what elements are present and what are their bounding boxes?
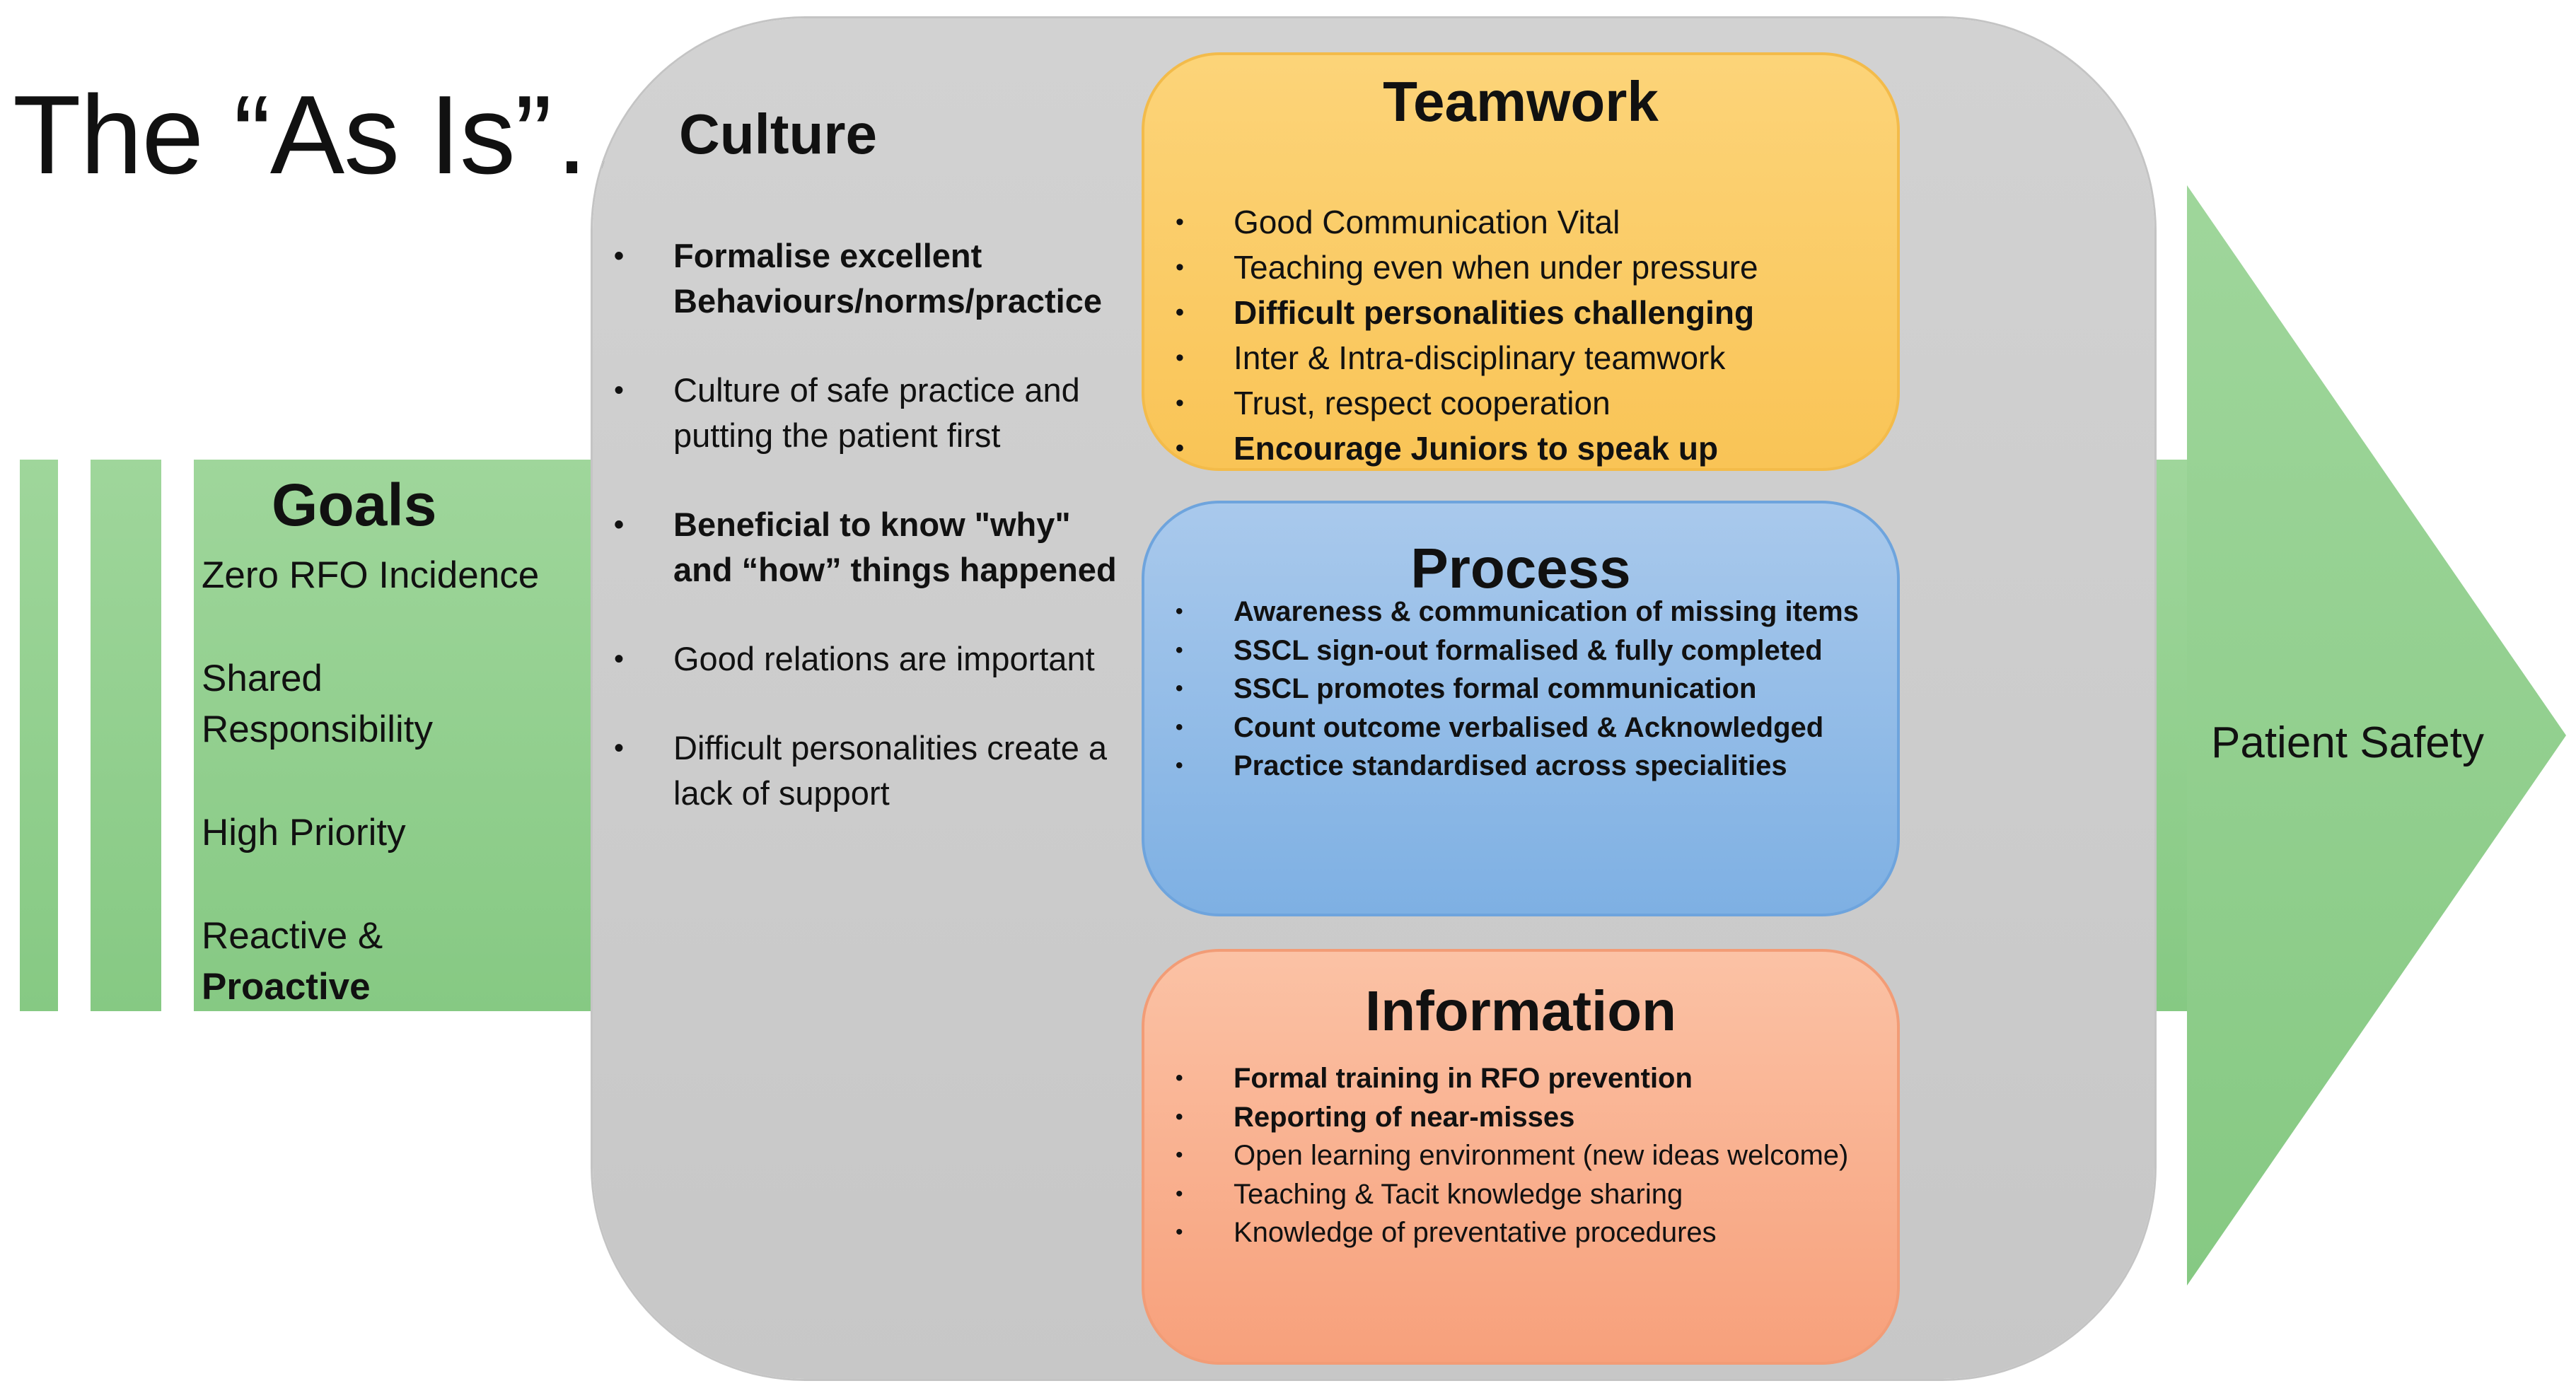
bullet-icon: •	[1176, 715, 1183, 739]
teamwork-box: Teamwork • Good Communication Vital • Teac…	[1142, 52, 1900, 471]
arrow-tail-stripe-1	[20, 460, 58, 1011]
information-item: • Teaching & Tacit knowledge sharing	[1161, 1175, 1876, 1214]
information-item-text: Reporting of near-misses	[1234, 1101, 1575, 1133]
process-list: • Awareness & communication of missing it…	[1161, 593, 1876, 786]
information-item: • Open learning environment (new ideas we…	[1161, 1136, 1876, 1175]
bullet-icon: •	[1176, 209, 1184, 235]
bullet-icon: •	[1176, 1182, 1183, 1206]
arrow-tail-stripe-2	[91, 460, 161, 1011]
arrow-head	[2187, 185, 2566, 1286]
teamwork-title: Teamwork	[1383, 70, 1659, 133]
culture-item-text: Beneficial to know "why" and “how” thing…	[673, 506, 1117, 588]
culture-item: • Culture of safe practice and putting t…	[614, 368, 1137, 458]
teamwork-item: • Inter & Intra-disciplinary teamwork	[1161, 335, 1876, 380]
culture-item: • Difficult personalities create a lack …	[614, 725, 1137, 816]
process-item: • Practice standardised across specialiti…	[1161, 747, 1876, 786]
goal-shared-line-1: Shared	[202, 658, 323, 699]
bullet-icon: •	[1176, 638, 1183, 662]
culture-item: • Formalise excellent Behaviours/norms/p…	[614, 233, 1137, 324]
bullet-icon: •	[1176, 254, 1184, 281]
information-list: • Formal training in RFO prevention • Repo…	[1161, 1059, 1876, 1252]
culture-list: • Formalise excellent Behaviours/norms/p…	[614, 233, 1137, 860]
information-item: • Reporting of near-misses	[1161, 1098, 1876, 1137]
page-title: The “As Is”…	[13, 73, 663, 197]
culture-item: • Beneficial to know "why" and “how” thi…	[614, 502, 1137, 593]
teamwork-item: • Good Communication Vital	[1161, 199, 1876, 245]
bullet-icon: •	[1176, 390, 1184, 416]
process-item-text: Count outcome verbalised & Acknowledged	[1234, 711, 1824, 743]
bullet-icon: •	[1176, 1143, 1183, 1167]
process-item: • SSCL promotes formal communication	[1161, 670, 1876, 709]
process-title: Process	[1410, 537, 1631, 600]
bullet-icon: •	[1176, 344, 1184, 371]
information-item-text: Knowledge of preventative procedures	[1234, 1217, 1717, 1248]
goal-reactive-line-2: Proactive	[202, 966, 371, 1008]
teamwork-item-text: Trust, respect cooperation	[1234, 385, 1611, 421]
bullet-icon: •	[1176, 299, 1184, 326]
culture-item-text: Culture of safe practice and putting the…	[673, 371, 1080, 454]
culture-item: • Good relations are important	[614, 636, 1137, 682]
teamwork-item-text: Good Communication Vital	[1234, 204, 1620, 240]
process-item-text: Awareness & communication of missing ite…	[1234, 596, 1859, 627]
goal-reactive-line-1: Reactive &	[202, 915, 383, 957]
information-item-text: Formal training in RFO prevention	[1234, 1063, 1693, 1094]
culture-item-text: Difficult personalities create a lack of…	[673, 729, 1108, 812]
bullet-icon: •	[614, 509, 625, 540]
information-box: Information • Formal training in RFO prev…	[1142, 949, 1900, 1365]
bullet-icon: •	[614, 375, 625, 406]
teamwork-item-text: Difficult personalities challenging	[1234, 294, 1755, 331]
bullet-icon: •	[614, 643, 625, 675]
culture-title: Culture	[679, 103, 877, 165]
process-item-text: SSCL promotes formal communication	[1234, 673, 1757, 704]
information-item: • Knowledge of preventative procedures	[1161, 1213, 1876, 1252]
information-title: Information	[1365, 979, 1676, 1042]
teamwork-item-text: Encourage Juniors to speak up	[1234, 430, 1719, 467]
bullet-icon: •	[1176, 435, 1184, 462]
goal-reactive-proactive: Reactive & Proactive	[202, 911, 383, 1013]
process-item-text: SSCL sign-out formalised & fully complet…	[1234, 634, 1823, 666]
process-item-text: Practice standardised across specialitie…	[1234, 750, 1787, 781]
teamwork-item-text: Inter & Intra-disciplinary teamwork	[1234, 339, 1726, 376]
teamwork-item: • Difficult personalities challenging	[1161, 290, 1876, 335]
goal-zero-rfo: Zero RFO Incidence	[202, 554, 540, 596]
bullet-icon: •	[1176, 677, 1183, 700]
bullet-icon: •	[614, 240, 625, 272]
culture-item-text: Formalise excellent Behaviours/norms/pra…	[673, 237, 1102, 320]
goal-shared-line-2: Responsibility	[202, 709, 433, 750]
bullet-icon: •	[1176, 1066, 1183, 1090]
bullet-icon: •	[1176, 1220, 1183, 1244]
bullet-icon: •	[614, 733, 625, 764]
information-item: • Formal training in RFO prevention	[1161, 1059, 1876, 1098]
teamwork-item: • Encourage Juniors to speak up	[1161, 426, 1876, 471]
culture-item-text: Good relations are important	[673, 640, 1095, 677]
goal-high-priority: High Priority	[202, 812, 406, 853]
bullet-icon: •	[1176, 600, 1183, 623]
bullet-icon: •	[1176, 1105, 1183, 1129]
teamwork-list: • Good Communication Vital • Teaching even…	[1161, 199, 1876, 471]
information-item-text: Teaching & Tacit knowledge sharing	[1234, 1178, 1683, 1210]
process-item: • SSCL sign-out formalised & fully comple…	[1161, 631, 1876, 670]
goal-shared-responsibility: Shared Responsibility	[202, 653, 433, 755]
teamwork-item: • Teaching even when under pressure	[1161, 245, 1876, 290]
information-item-text: Open learning environment (new ideas wel…	[1234, 1140, 1849, 1171]
goals-title: Goals	[272, 472, 437, 538]
patient-safety-label: Patient Safety	[2211, 718, 2485, 767]
process-item: • Count outcome verbalised & Acknowledged	[1161, 709, 1876, 747]
teamwork-item-text: Teaching even when under pressure	[1234, 249, 1758, 286]
bullet-icon: •	[1176, 754, 1183, 777]
process-item: • Awareness & communication of missing it…	[1161, 593, 1876, 631]
process-box: Process • Awareness & communication of mi…	[1142, 501, 1900, 916]
teamwork-item: • Trust, respect cooperation	[1161, 380, 1876, 426]
